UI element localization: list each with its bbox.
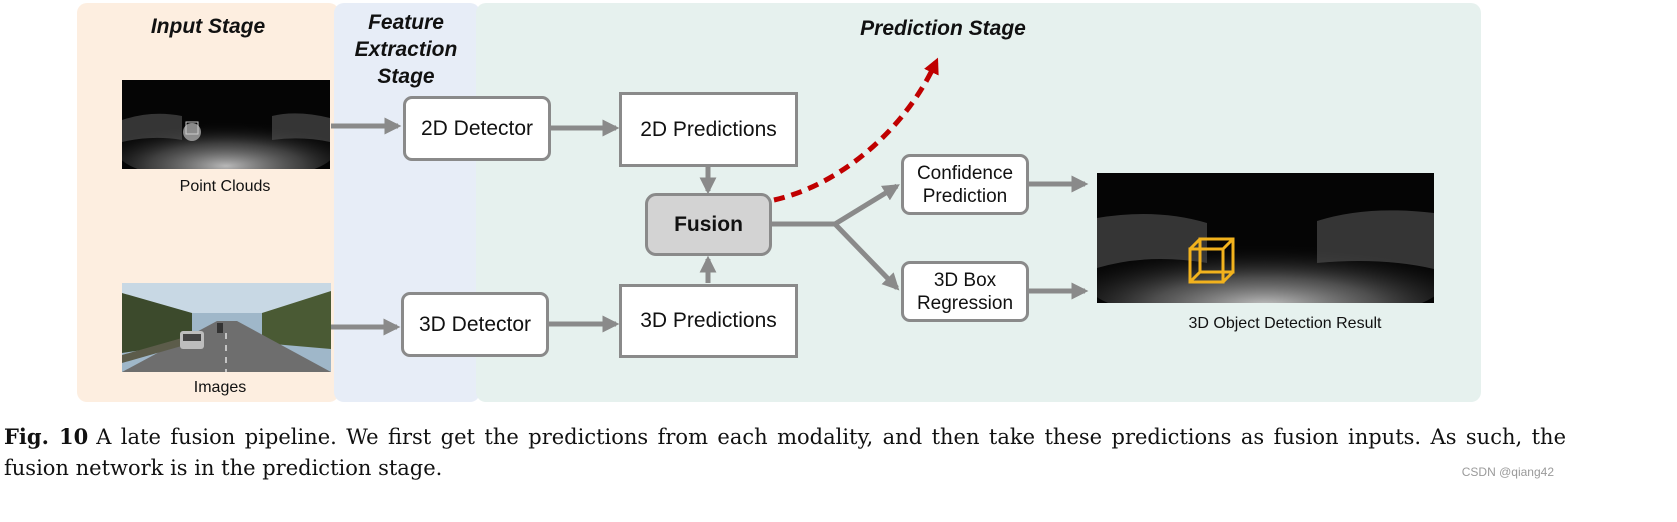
figure-label: Fig. 10: [4, 424, 89, 449]
connector-layer: [331, 57, 1089, 336]
detection-result-label: 3D Object Detection Result: [1188, 315, 1382, 332]
dashed-arrow-fusion-to-prediction-stage: [773, 57, 939, 203]
arrow-fusion-to-confidence: [833, 183, 900, 227]
fusion-box: Fusion: [645, 193, 772, 256]
point-clouds-label: Point Clouds: [179, 178, 271, 195]
input-stage-title: Input Stage: [150, 15, 266, 38]
3d-bounding-box-icon: [1188, 237, 1235, 284]
arrow-fusion-to-box-regression: [833, 222, 900, 291]
3d-box-regression-box: 3D Box Regression: [901, 261, 1029, 322]
point-cloud-image: [122, 80, 330, 169]
3d-predictions-box: 3D Predictions: [619, 284, 798, 358]
camera-image: [122, 283, 331, 372]
confidence-prediction-box: Confidence Prediction: [901, 154, 1029, 215]
2d-detector-box: 2D Detector: [403, 96, 551, 161]
images-label: Images: [193, 379, 247, 396]
2d-predictions-box: 2D Predictions: [619, 92, 798, 167]
3d-detector-box: 3D Detector: [401, 292, 549, 357]
feature-extraction-stage-title: Feature Extraction Stage: [354, 11, 458, 88]
watermark: CSDN @qiang42: [1461, 465, 1554, 479]
prediction-stage-title: Prediction Stage: [860, 17, 1026, 40]
detection-result-image: [1097, 173, 1434, 303]
figure-caption-text: A late fusion pipeline. We first get the…: [4, 425, 1566, 480]
